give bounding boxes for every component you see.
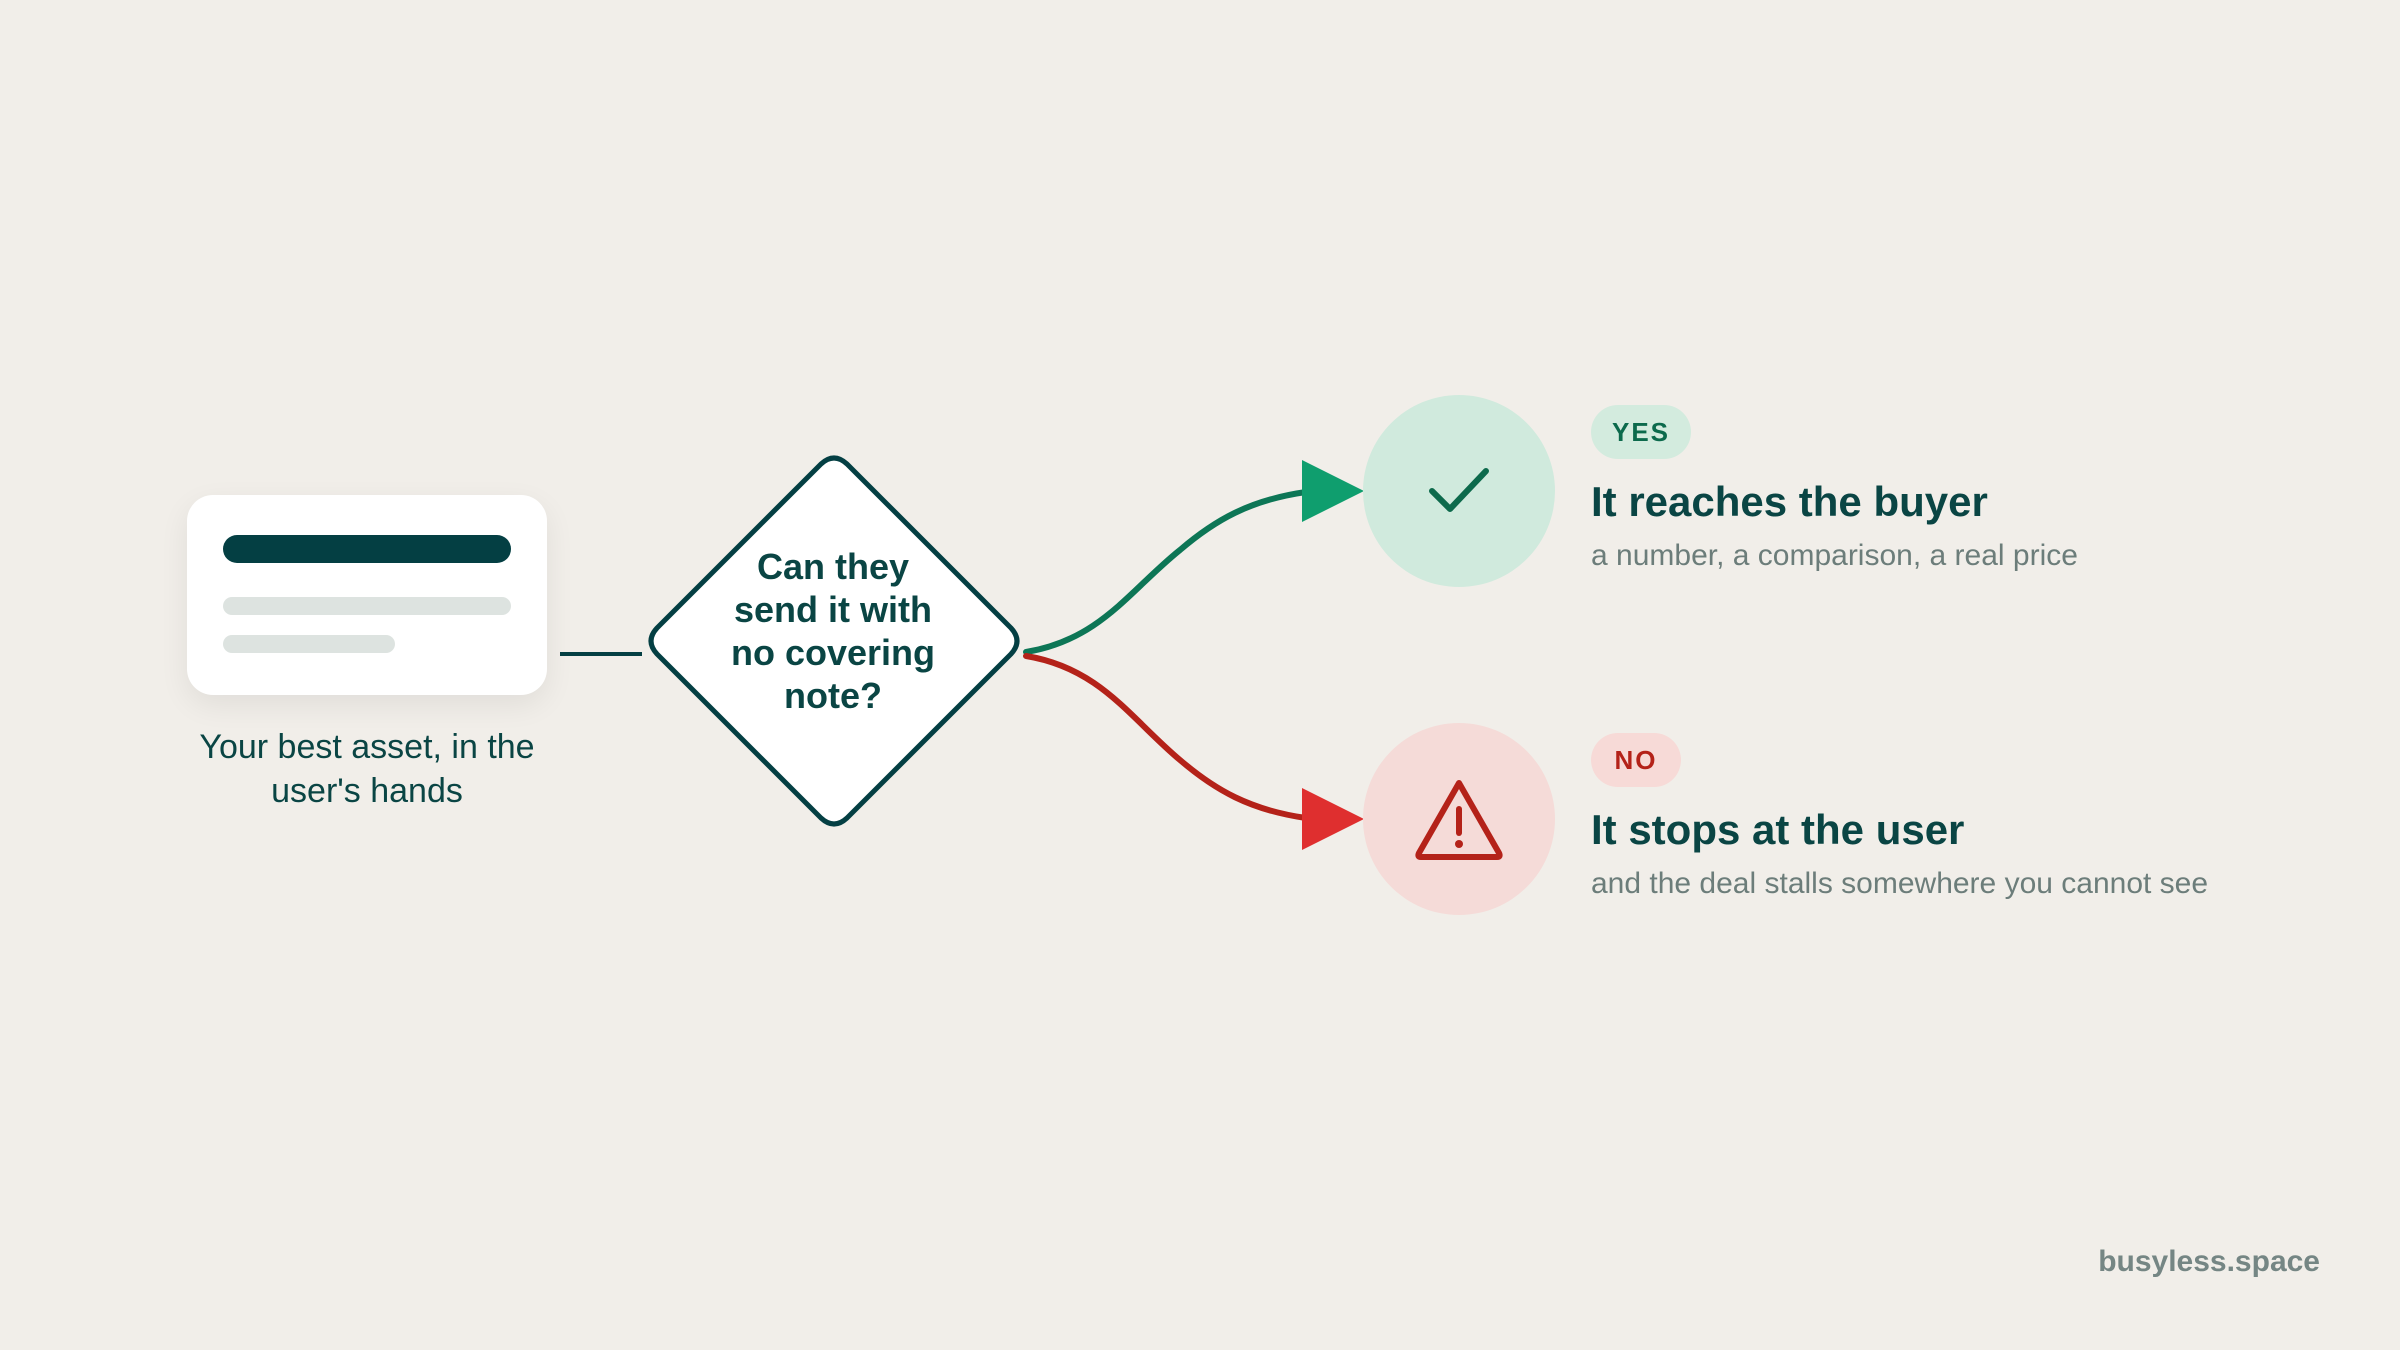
yes-outcome-title: It reaches the buyer <box>1591 478 1988 525</box>
asset-caption: Your best asset, in the user's hands <box>199 728 535 810</box>
brand-watermark: busyless.space <box>2098 1245 2320 1278</box>
decision-diamond <box>648 455 1020 827</box>
no-outcome-circle <box>1363 723 1555 915</box>
warning-icon <box>1415 780 1503 860</box>
yes-branch-curve <box>1023 489 1309 655</box>
yes-outcome-circle <box>1363 395 1555 587</box>
no-badge: NO <box>1591 733 1681 787</box>
no-arrowhead <box>1302 788 1364 850</box>
asset-card-line-placeholder <box>223 597 511 615</box>
yes-badge: YES <box>1591 405 1691 459</box>
yes-arrowhead <box>1302 460 1364 522</box>
asset-card-line-placeholder <box>223 635 395 653</box>
asset-card <box>187 495 547 695</box>
decision-question: Can they send it with no covering note? <box>730 546 936 716</box>
no-branch-curve <box>1023 653 1309 821</box>
asset-card-title-placeholder <box>223 535 511 563</box>
no-outcome-subtitle: and the deal stalls somewhere you cannot… <box>1591 867 2209 900</box>
no-outcome-title: It stops at the user <box>1591 806 1965 853</box>
yes-outcome-subtitle: a number, a comparison, a real price <box>1591 539 2078 572</box>
checkmark-icon <box>1429 468 1489 512</box>
